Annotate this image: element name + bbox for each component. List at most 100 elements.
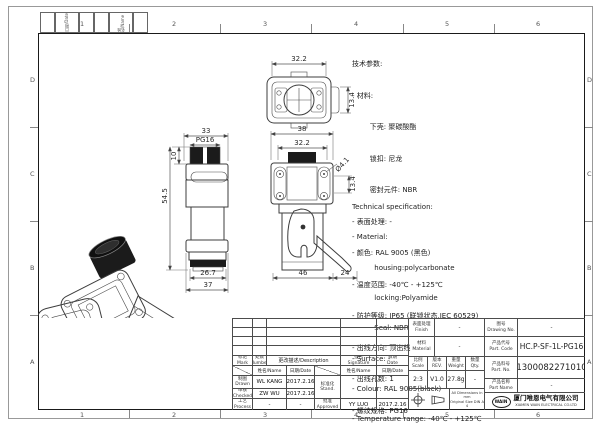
- revision-empty-cell: [376, 318, 408, 327]
- zone-row-label: C: [30, 170, 35, 178]
- dim-seal-width: 26.7: [200, 269, 216, 277]
- zone-tick: [30, 221, 38, 222]
- revision-empty-cell: [340, 327, 376, 336]
- process-name: -: [252, 398, 286, 410]
- zone-column-label: 4: [354, 20, 359, 28]
- corner-cell: [79, 12, 94, 33]
- qty-value: -: [465, 370, 484, 388]
- zone-tick: [585, 315, 593, 316]
- zone-tick: [403, 410, 404, 418]
- part-name-value: -: [517, 378, 585, 392]
- revision-empty-cell: [376, 336, 408, 345]
- revision-empty-cell: [340, 318, 376, 327]
- spec-line: 锁扣: 尼龙: [352, 154, 403, 163]
- zone-column-label: 3: [263, 411, 268, 419]
- stand-name: -: [340, 375, 376, 398]
- revision-empty-cell: [252, 336, 266, 345]
- revision-diagonal-cell: [232, 365, 252, 375]
- revision-empty-cell: [340, 336, 376, 345]
- revision-empty-cell: [266, 336, 340, 345]
- company-logo: WAIN: [491, 395, 511, 408]
- corner-cell: [40, 12, 55, 33]
- isometric-view: [38, 235, 175, 318]
- drawing-views: 32.2 13.4 38 32.2 Ø4.1: [38, 55, 358, 318]
- threaded-gland: [88, 235, 136, 279]
- dim-thread-length: 10: [170, 152, 178, 161]
- zone-row-label: A: [30, 358, 35, 366]
- checked-date: 2017.2.16: [286, 388, 314, 398]
- revision-empty-cell: [266, 327, 340, 336]
- hood-flange: [60, 269, 146, 318]
- zone-tick: [494, 24, 495, 33]
- side-view: 33 PG16 10 54.5 26.7: [161, 127, 229, 293]
- dimension-note-cell: All Dimensions in mm Original Size DIN A…: [449, 388, 484, 410]
- zone-row-label: A: [587, 358, 592, 366]
- stand-date: -: [376, 375, 408, 398]
- zone-row-label: C: [587, 170, 592, 178]
- dim-thread: PG16: [196, 136, 215, 144]
- hood-body: [128, 295, 175, 318]
- subheader-name: 姓名/Name: [340, 365, 376, 375]
- revision-empty-cell: [232, 318, 252, 327]
- corner-cell-label: 姓名/Name: [116, 14, 125, 32]
- scale-value: 2:3: [408, 370, 427, 388]
- dim-top-depth: 13.4: [348, 92, 356, 108]
- zone-column-label: 4: [354, 411, 359, 419]
- corner-cell: 姓名/Name: [109, 12, 133, 33]
- zone-column-label: 6: [536, 411, 541, 419]
- spec-chinese: 技术参数: - 材料: 下壳: 聚碳酸酯 锁扣: 尼龙 密封元件: NBR - …: [352, 38, 478, 424]
- zone-tick: [129, 410, 130, 418]
- dim-front-inner-width: 32.2: [294, 139, 310, 147]
- drawing-frame: [38, 33, 585, 410]
- zone-tick: [220, 24, 221, 33]
- dim-total-height: 54.5: [161, 188, 169, 204]
- company-name-cn: 厦门唯恩电气有限公司: [513, 394, 579, 403]
- spec-line: - Temperature range: -40℃ - +125℃: [352, 415, 482, 424]
- revision-empty-cell: [232, 327, 252, 336]
- spec-line: - 温度范围: -40℃ - +125℃: [352, 280, 443, 289]
- process-date: -: [286, 398, 314, 410]
- revision-header-number: 处数Number: [252, 355, 266, 365]
- corner-filing-block: 日期/Date 姓名/Name: [40, 12, 148, 33]
- zone-tick: [30, 127, 38, 128]
- spec-line: - 防护等级: IP65 (联锁状态,IEC 60529): [352, 312, 479, 320]
- revision-empty-cell: [252, 345, 266, 355]
- revision-empty-cell: [376, 327, 408, 336]
- spec-line: - 出线方向: 顶出线: [352, 343, 411, 352]
- gasket: [38, 298, 108, 318]
- dimension-note-line1: All Dimensions in mm: [451, 391, 483, 400]
- revision-diagonal-cell: [314, 365, 340, 375]
- zone-row-label: B: [30, 264, 35, 272]
- dim-hole-diameter: Ø4.1: [334, 156, 351, 174]
- revision-empty-cell: [376, 345, 408, 355]
- finish-value: -: [434, 318, 484, 336]
- zone-column-label: 3: [263, 20, 268, 28]
- zone-column-label: 1: [80, 20, 85, 28]
- revision-empty-cell: [266, 318, 340, 327]
- part-code-value: HC.P-SF-1L-PG16: [517, 336, 585, 356]
- spec-line: 下壳: 聚碳酸酯: [352, 123, 417, 131]
- dimension-note-line2: Original Size DIN A 4: [450, 399, 484, 408]
- zone-row-label: D: [30, 76, 36, 84]
- corner-cell-label: 日期/Date: [64, 13, 69, 32]
- revision-empty-cell: [232, 345, 252, 355]
- weight-value: 27.8g: [446, 370, 465, 388]
- dim-front-side-height: 13.4: [349, 176, 357, 192]
- spec-line: - 出线孔数: 1: [352, 375, 394, 383]
- checked-name: ZW WU: [252, 388, 286, 398]
- spec-line: - 材料:: [352, 91, 374, 100]
- zone-tick: [220, 410, 221, 418]
- subheader-name: 姓名/Name: [252, 365, 286, 375]
- revision-empty-cell: [266, 345, 340, 355]
- zone-column-label: 2: [172, 20, 177, 28]
- zone-tick: [311, 24, 312, 33]
- zone-row-label: B: [587, 264, 592, 272]
